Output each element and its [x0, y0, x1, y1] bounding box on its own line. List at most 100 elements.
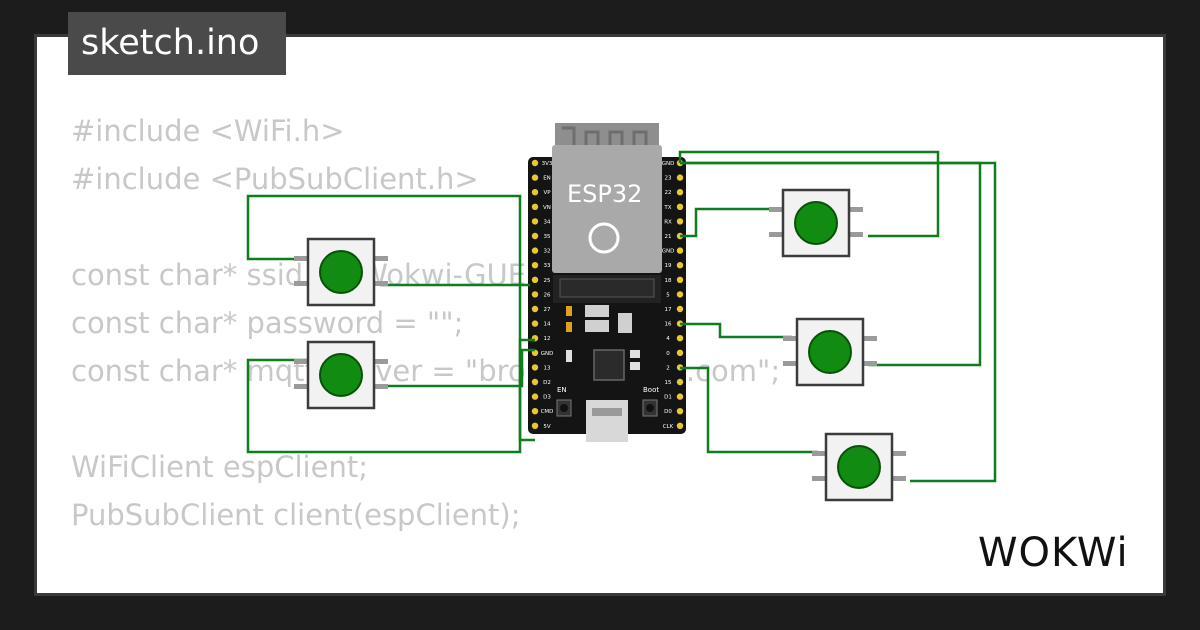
pin-pad[interactable]	[676, 408, 684, 415]
pin-pad[interactable]	[676, 335, 684, 342]
pin-label: 17	[665, 307, 672, 313]
pin-pad[interactable]	[531, 189, 539, 196]
pin-label: 26	[544, 292, 551, 298]
pin-label: GND	[541, 351, 554, 357]
pin-pad[interactable]	[676, 378, 684, 386]
pin-pad[interactable]	[531, 276, 539, 283]
pin-label: 33	[544, 263, 551, 269]
board-name: ESP32	[567, 180, 642, 208]
code-line: #include <WiFi.h>	[71, 114, 345, 148]
pin-pad[interactable]	[531, 305, 539, 313]
pin-label: D2	[543, 380, 551, 386]
pin-label: 2	[666, 365, 670, 371]
pin-pad[interactable]	[531, 422, 539, 429]
boot-label: Boot	[643, 386, 659, 394]
pin-label: 25	[544, 278, 551, 284]
left-pin-header: 3V3ENVPVN343532332526271412GND13D2D3CMD5…	[531, 159, 554, 430]
pin-label: 5V	[543, 424, 550, 430]
usb-connector	[586, 400, 628, 442]
pin-label: 16	[665, 322, 672, 328]
pin-label: 27	[544, 307, 551, 313]
push-button[interactable]	[769, 188, 863, 258]
pin-label: 4	[666, 336, 670, 342]
pin-label: 3V3	[542, 161, 553, 167]
code-line: PubSubClient client(espClient);	[71, 498, 521, 532]
pin-pad[interactable]	[531, 378, 539, 386]
pin-label: D0	[664, 409, 672, 415]
push-button[interactable]	[294, 237, 388, 307]
pin-label: 15	[665, 380, 672, 386]
pin-pad[interactable]	[676, 291, 684, 298]
wire	[380, 348, 535, 388]
pin-label: 21	[665, 234, 672, 240]
pin-label: GND	[662, 161, 675, 167]
pin-pad[interactable]	[676, 189, 684, 196]
pin-pad[interactable]	[531, 393, 539, 400]
en-button-icon[interactable]	[560, 404, 568, 412]
pin-pad[interactable]	[676, 174, 684, 181]
pin-label: 12	[544, 336, 551, 342]
boot-button-icon[interactable]	[646, 404, 654, 412]
pin-label: 14	[544, 322, 551, 328]
wokwi-logo: WOKWi	[978, 530, 1129, 576]
pin-pad[interactable]	[676, 305, 684, 313]
pin-label: RX	[664, 219, 672, 225]
pin-pad[interactable]	[531, 203, 539, 210]
pin-label: CMD	[541, 409, 554, 415]
pin-label: VN	[543, 205, 551, 211]
pin-label: 35	[544, 234, 551, 240]
pin-label: EN	[543, 176, 551, 182]
pin-label: CLK	[663, 424, 674, 430]
pin-pad[interactable]	[531, 320, 539, 327]
wire	[680, 322, 792, 339]
code-line: WiFiClient espClient;	[71, 450, 368, 484]
code-line: const char* password = "";	[71, 306, 464, 340]
pin-label: D1	[664, 395, 672, 401]
en-label: EN	[557, 386, 567, 394]
pin-pad[interactable]	[531, 408, 539, 415]
code-line: #include <PubSubClient.h>	[71, 162, 479, 196]
wire	[680, 207, 780, 238]
pin-pad[interactable]	[676, 422, 684, 429]
pin-pad[interactable]	[531, 364, 539, 371]
wire	[246, 194, 535, 442]
pin-pad[interactable]	[676, 349, 684, 356]
pin-pad[interactable]	[531, 159, 539, 167]
pin-pad[interactable]	[531, 232, 539, 240]
pin-label: 34	[544, 219, 551, 225]
wire	[678, 150, 940, 238]
pin-label: 22	[665, 190, 672, 196]
pin-label: TX	[663, 205, 671, 211]
usb-uart-chip	[593, 349, 625, 381]
pin-label: 5	[666, 292, 670, 298]
pin-label: 0	[666, 351, 670, 357]
pin-pad[interactable]	[531, 262, 539, 269]
pin-label: 23	[665, 176, 672, 182]
pin-label: 32	[544, 249, 551, 255]
wire	[680, 161, 997, 483]
rf-shield	[552, 145, 662, 273]
pin-pad[interactable]	[676, 393, 684, 400]
wire	[246, 338, 535, 454]
pin-pad[interactable]	[531, 218, 539, 225]
pin-pad[interactable]	[531, 247, 539, 254]
pin-label: 18	[665, 278, 672, 284]
pin-label: D3	[543, 395, 551, 401]
pin-pad[interactable]	[531, 291, 539, 298]
pin-label: GND	[662, 249, 675, 255]
push-button[interactable]	[783, 317, 877, 387]
pin-pad[interactable]	[676, 262, 684, 269]
pin-pad[interactable]	[676, 218, 684, 225]
pin-pad[interactable]	[676, 247, 684, 254]
pin-pad[interactable]	[531, 174, 539, 181]
esp32-board[interactable]: ESP32 EN Boot 3V3ENVPVN34353233252627141…	[528, 123, 686, 442]
push-button[interactable]	[812, 432, 906, 502]
espressif-logo-icon	[588, 222, 620, 254]
push-button[interactable]	[294, 340, 388, 410]
pin-pad[interactable]	[676, 203, 684, 210]
pin-pad[interactable]	[676, 276, 684, 283]
pin-label: 19	[665, 263, 672, 269]
file-tab[interactable]: sketch.ino	[68, 12, 286, 75]
